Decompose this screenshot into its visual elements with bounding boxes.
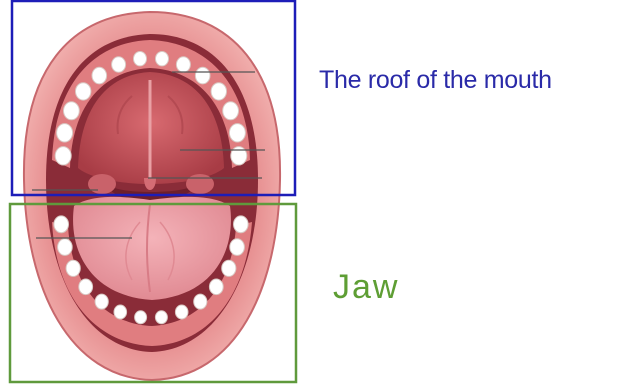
- lower-tooth: [222, 260, 236, 276]
- lower-tooth: [58, 239, 73, 256]
- left-tonsil: [88, 174, 116, 194]
- upper-tooth: [64, 102, 80, 120]
- upper-tooth: [134, 52, 147, 66]
- lower-tooth: [135, 311, 147, 324]
- lower-tooth: [155, 311, 167, 324]
- upper-tooth: [92, 67, 107, 84]
- upper-tooth: [55, 147, 71, 165]
- lower-tooth: [66, 260, 80, 276]
- lower-tooth: [194, 294, 207, 309]
- jaw-label: Jaw: [333, 268, 399, 307]
- upper-tooth: [195, 67, 210, 84]
- upper-tooth: [57, 124, 73, 142]
- upper-tooth: [112, 57, 126, 72]
- lower-tooth: [234, 216, 249, 233]
- upper-tooth: [176, 57, 190, 72]
- lower-tooth: [209, 279, 223, 295]
- lower-tooth: [230, 239, 245, 256]
- upper-tooth: [76, 83, 91, 100]
- roof-of-mouth-label: The roof of the mouth: [319, 66, 552, 95]
- lower-tooth: [79, 279, 93, 295]
- lower-tooth: [114, 305, 127, 319]
- lower-tooth: [175, 305, 188, 319]
- upper-tooth: [229, 124, 245, 142]
- lower-tooth: [95, 294, 108, 309]
- upper-tooth: [156, 52, 169, 66]
- upper-tooth: [211, 83, 226, 100]
- lower-tooth: [54, 216, 69, 233]
- upper-tooth: [223, 102, 239, 120]
- right-tonsil: [186, 174, 214, 194]
